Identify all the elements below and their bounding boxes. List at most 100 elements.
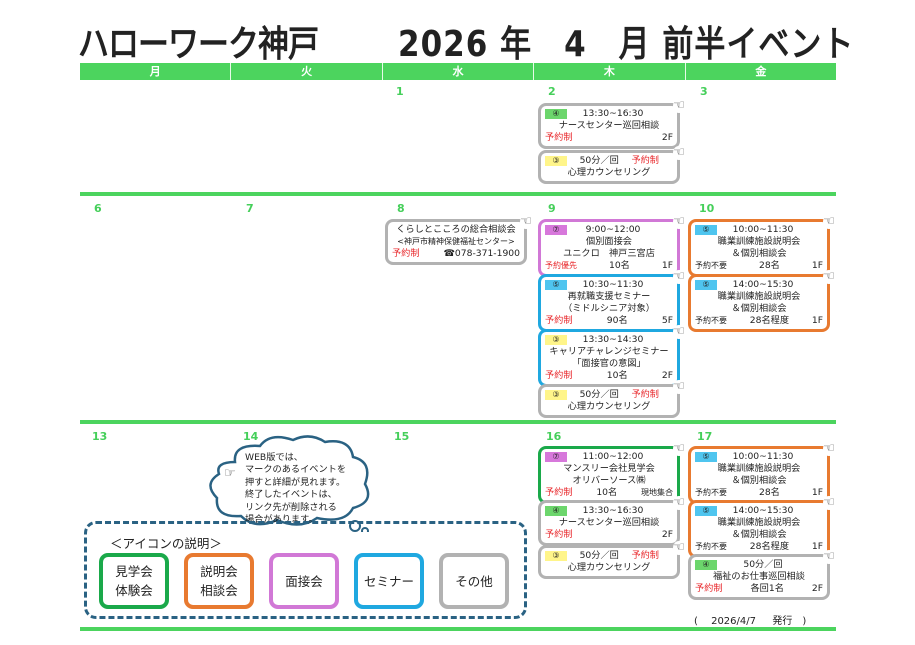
pointing-hand-icon: ☜ [673, 145, 685, 160]
event-time: 10:00~11:30 [732, 451, 794, 462]
event-name: 職業訓練施設説明会 [717, 517, 801, 528]
day-number: 9 [548, 202, 556, 215]
event-card[interactable]: ☜ くらしとこころの総合相談会 <神戸市精神保健福祉センター> 予約制☎078-… [385, 215, 532, 265]
pointing-hand-icon: ☜ [673, 495, 685, 510]
pointing-hand-icon: ☜ [673, 324, 685, 339]
reservation-label: 予約制 [631, 550, 659, 561]
event-subtitle: ＆個別相談会 [731, 475, 787, 486]
note-line: リンク先が削除される [245, 501, 337, 513]
event-subtitle: ＆個別相談会 [731, 248, 787, 259]
event-capacity: 28名程度 [749, 315, 790, 326]
pointing-hand-icon: ☜ [823, 495, 835, 510]
event-capacity: 各回1名 [750, 583, 784, 594]
office-title: ハローワーク神戸 [78, 23, 319, 66]
reservation-label: 予約制 [545, 487, 573, 498]
event-time: 13:30~14:30 [582, 334, 644, 345]
web-note: WEB版では、 マークのあるイベントを 押すと詳細が見れます。 終了したイベント… [245, 452, 346, 526]
weekday-fri: 金 [685, 63, 837, 80]
event-capacity: 10名 [608, 260, 630, 271]
event-subtitle: オリバーソース㈱ [572, 475, 646, 486]
event-floor: 1F [811, 541, 823, 552]
note-line: 押すと詳細が見れます。 [245, 476, 346, 488]
event-subtitle: 「面接官の意図」 [572, 358, 646, 369]
event-name: ナースセンター巡回相談 [558, 517, 660, 528]
reservation-label: 予約制 [545, 529, 573, 540]
event-name: マンスリー会社見学会 [563, 463, 655, 474]
pointing-hand-icon: ☜ [673, 441, 685, 456]
event-time: 13:30~16:30 [582, 108, 644, 119]
legend-seminar: セミナー [354, 553, 424, 609]
reservation-label: 予約不要 [695, 542, 727, 551]
legend-tour: 見学会 体験会 [99, 553, 169, 609]
reservation-label: 予約制 [631, 389, 659, 400]
event-time: 50分／回 [579, 550, 619, 561]
event-subtitle: （ミドルシニア対象） [563, 303, 655, 314]
day-number: 1 [396, 85, 404, 98]
legend-interview: 面接会 [269, 553, 339, 609]
event-floor: 1F [811, 315, 823, 326]
event-name: 心理カウンセリング [567, 562, 651, 573]
event-time: 50分／回 [579, 389, 619, 400]
reservation-label: 予約不要 [695, 316, 727, 325]
week-divider [80, 420, 836, 424]
category-badge: ⑤ [695, 225, 717, 235]
event-name: 職業訓練施設説明会 [717, 463, 801, 474]
event-time: 14:00~15:30 [732, 279, 794, 290]
day-number: 14 [243, 430, 259, 443]
event-time: 11:00~12:00 [582, 451, 644, 462]
pointing-hand-icon: ☜ [823, 269, 835, 284]
pointing-hand-icon: ☜ [823, 441, 835, 456]
note-line: WEB版では、 [245, 452, 303, 463]
category-badge: ④ [545, 506, 567, 516]
icon-legend [84, 521, 527, 619]
issue-date: ( 2026/4/7 発行 ) [694, 616, 807, 627]
event-floor: 1F [811, 487, 823, 498]
day-number: 15 [394, 430, 410, 443]
event-time: 14:00~15:30 [732, 505, 794, 516]
category-badge: ④ [545, 109, 567, 119]
event-floor: 2F [661, 132, 673, 143]
event-capacity: 10名 [606, 370, 628, 381]
pointing-hand-icon: ☜ [823, 549, 835, 564]
event-name: ナースセンター巡回相談 [558, 120, 660, 131]
pointing-hand-icon: ☜ [673, 379, 685, 394]
reservation-label: 予約制 [545, 132, 573, 143]
category-badge: ③ [545, 390, 567, 400]
reservation-label: 予約優先 [545, 261, 577, 270]
bottom-divider [80, 627, 836, 631]
reservation-label: 予約制 [545, 315, 573, 326]
event-time: 50分／回 [743, 559, 783, 570]
note-line: 終了したイベントは、 [245, 489, 337, 501]
event-time: 13:30~16:30 [582, 505, 644, 516]
category-badge: ⑦ [545, 225, 567, 235]
note-line: 場合があります。 [245, 514, 318, 526]
reservation-label: 予約制 [695, 583, 723, 594]
pointing-hand-icon: ☞ [224, 466, 236, 481]
pointing-hand-icon: ☜ [673, 540, 685, 555]
event-capacity: 28名 [758, 487, 780, 498]
category-badge: ⑤ [545, 280, 567, 290]
event-floor: 現地集合 [640, 488, 673, 497]
weekday-tue: 火 [231, 63, 383, 80]
category-badge: ⑤ [695, 452, 717, 462]
event-capacity: 10名 [596, 487, 618, 498]
day-number: 7 [246, 202, 254, 215]
event-name: くらしとこころの総合相談会 [396, 224, 516, 235]
month-title: 2026 年 4 月 前半イベント [398, 23, 855, 66]
day-number: 3 [700, 85, 708, 98]
event-subtitle: ＆個別相談会 [731, 303, 787, 314]
